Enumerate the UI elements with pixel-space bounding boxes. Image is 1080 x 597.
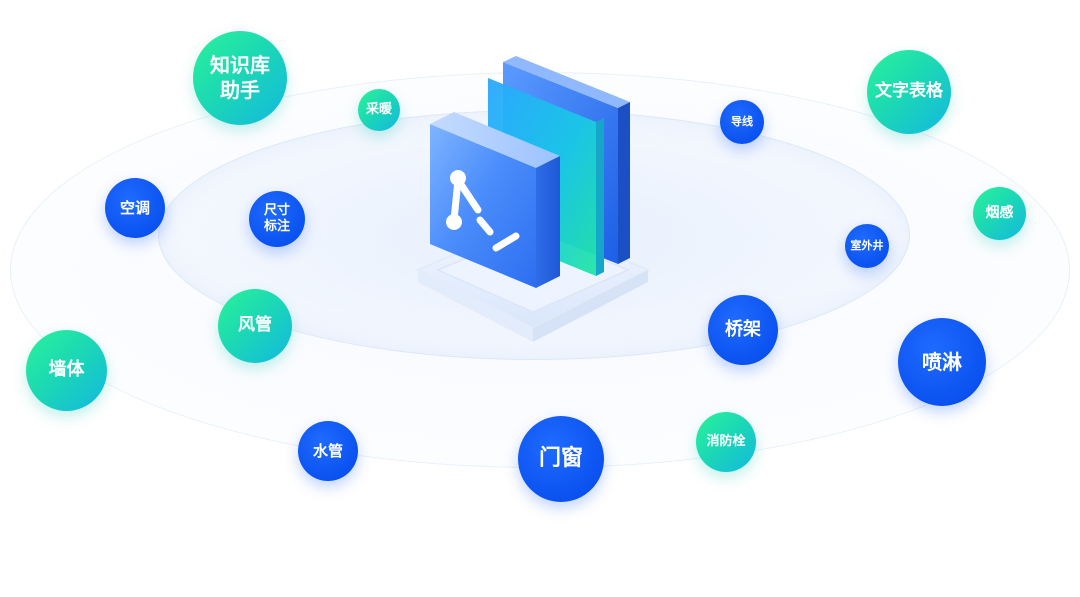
bubble-label: 采暖 [365,101,392,117]
bubble-smoke-sensor[interactable]: 烟感 [973,187,1026,240]
bubble-label: 风管 [238,315,272,336]
bubble-sprinkler[interactable]: 喷淋 [898,318,986,406]
bubble-cable-tray[interactable]: 桥架 [708,295,778,365]
bubble-label: 水管 [312,441,343,460]
bubble-text-table[interactable]: 文字表格 [867,50,951,134]
bubble-air-duct[interactable]: 风管 [218,289,292,363]
bubble-door-window[interactable]: 门窗 [518,416,604,502]
bubble-dimension-label[interactable]: 尺寸 标注 [249,191,305,247]
bubble-wire[interactable]: 导线 [720,100,764,144]
bubble-label: 烟感 [985,204,1014,221]
bubble-label: 桥架 [725,318,761,340]
bubble-air-conditioning[interactable]: 空调 [105,178,165,238]
bubble-label: 消防栓 [706,433,746,449]
bubble-label: 墙体 [48,359,85,381]
bubble-label: 空调 [119,198,150,217]
bubble-knowledge-assistant[interactable]: 知识库 助手 [193,31,287,125]
bubble-heating[interactable]: 采暖 [358,89,400,131]
bubble-label: 室外井 [850,239,884,253]
bubble-label: 尺寸 标注 [263,202,290,234]
bubble-label: 知识库 助手 [210,53,270,102]
bubble-label: 喷淋 [922,349,962,374]
bubble-water-pipe[interactable]: 水管 [298,421,358,481]
ai-app-logo-icon [415,56,651,342]
bubble-label: 文字表格 [875,81,943,102]
bubble-fire-hydrant[interactable]: 消防栓 [696,412,756,472]
bubble-label: 门窗 [538,446,583,472]
bubble-outdoor-well[interactable]: 室外井 [845,224,889,268]
bubble-label: 导线 [731,115,753,129]
bubble-wall[interactable]: 墙体 [26,330,107,411]
